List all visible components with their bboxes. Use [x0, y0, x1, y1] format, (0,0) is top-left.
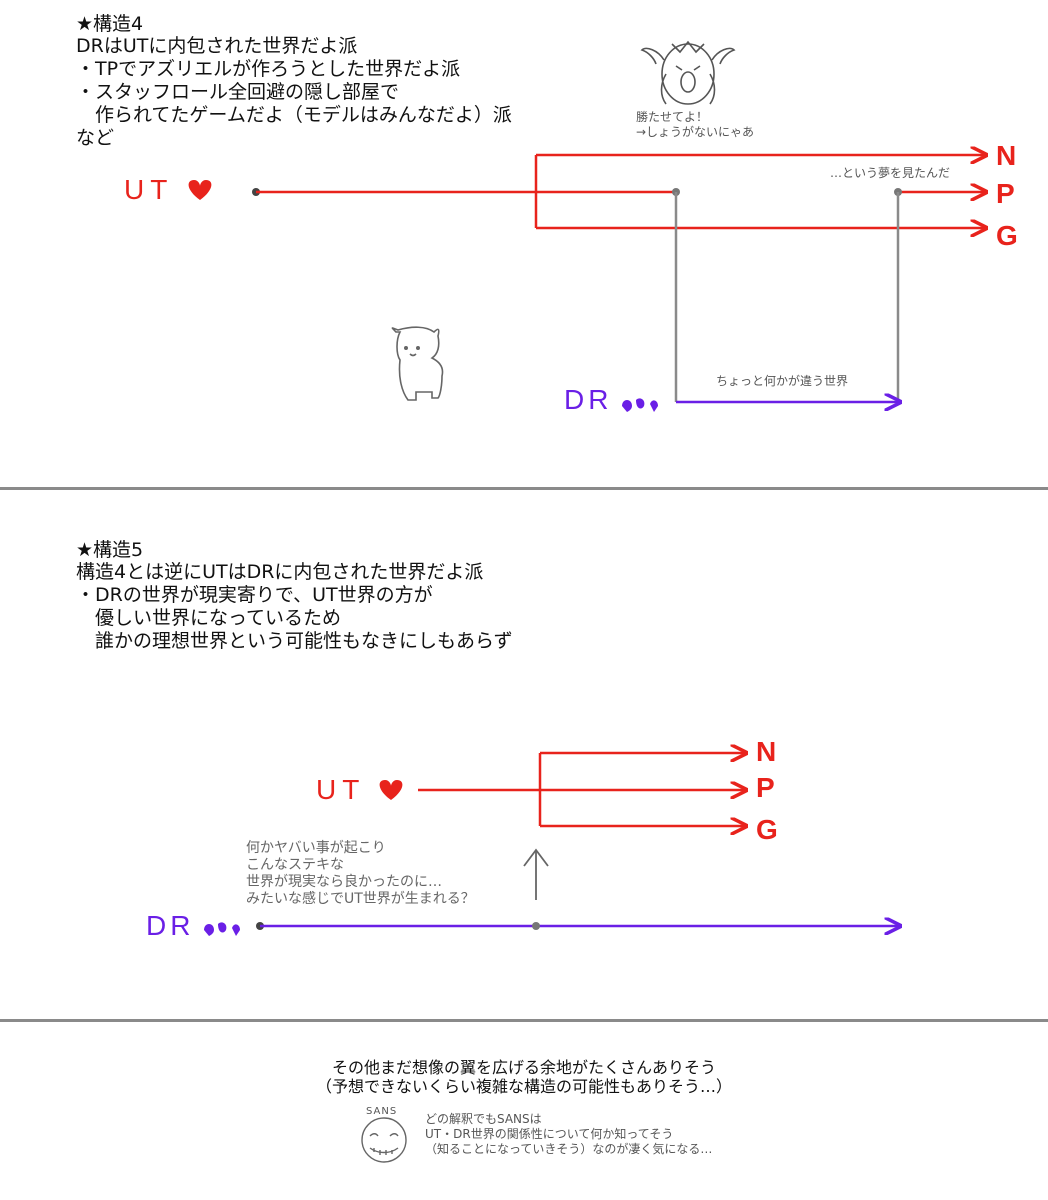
s5-ut-label: UT [316, 774, 366, 805]
dream-note: …という夢を見たんだ [830, 166, 951, 180]
section4-line-4: 作られてたゲームだよ（モデルはみんなだよ）派 [76, 104, 512, 126]
section5-line-4: 誰かの理想世界という可能性もなきにしもあらず [76, 630, 513, 652]
s5-note-2: こんなステキな [246, 857, 344, 873]
s4-ut-label: UT [124, 174, 174, 205]
footer-line-2: （予想できないくらい複雑な構造の可能性もありそう…） [315, 1077, 732, 1096]
dog-doodle [391, 326, 444, 401]
section5-line-2: ・DRの世界が現実寄りで、UT世界の方が [76, 584, 433, 606]
asriel-note-1: 勝たせてよ！ [636, 110, 709, 124]
sans-note-2: UT・DR世界の関係性について何か知ってそう [425, 1127, 674, 1141]
s4-dr-label: DR [564, 384, 613, 415]
sans-note-1: どの解釈でもSANSは [425, 1112, 542, 1126]
s4-ending-n: N [996, 140, 1017, 171]
s5-diagram [204, 753, 900, 936]
s4-diagram [188, 40, 986, 412]
s5-note-3: 世界が現実なら良かったのに… [246, 874, 442, 890]
heart-icon [379, 780, 403, 800]
s4-ending-p: P [996, 178, 1015, 209]
s5-dr-label: DR [146, 910, 195, 941]
s5-note-4: みたいな感じでUT世界が生まれる？ [246, 891, 475, 907]
section-divider-2 [0, 1019, 1048, 1022]
soul-pieces-icon [204, 922, 240, 936]
sans-label: SANS [366, 1106, 398, 1117]
section4-line-3: ・スタッフロール全回避の隠し部屋で [76, 81, 400, 103]
s5-gray-arrowhead [523, 848, 549, 867]
sans-doodle [361, 1117, 407, 1163]
footer-line-1: その他まだ想像の翼を広げる余地がたくさんありそう [331, 1058, 716, 1077]
different-world-note: ちょっと何かが違う世界 [716, 374, 849, 388]
asriel-doodle [640, 40, 736, 105]
section4-line-5: など [76, 127, 115, 149]
s5-origin-dot [532, 922, 540, 930]
s5-ending-g: G [756, 814, 778, 845]
s4-ending-g: G [996, 220, 1018, 251]
section4-line-1: DRはUTに内包された世界だよ派 [76, 35, 358, 57]
s5-note-1: 何かヤバい事が起こり [246, 840, 386, 856]
soul-pieces-icon [622, 398, 658, 412]
section5-heading: ★構造5 [76, 539, 144, 561]
asriel-note-2: →しょうがないにゃあ [636, 125, 755, 139]
section-divider-1 [0, 487, 1048, 490]
section4-line-2: ・TPでアズリエルが作ろうとした世界だよ派 [76, 58, 461, 80]
section5-line-1: 構造4とは逆にUTはDRに内包された世界だよ派 [76, 561, 484, 583]
section4-heading: ★構造4 [76, 13, 144, 35]
s5-ending-p: P [756, 772, 775, 803]
sans-note-3: （知ることになっていきそう）なのが凄く気になる… [425, 1142, 713, 1156]
heart-icon [188, 180, 212, 200]
s5-ending-n: N [756, 736, 777, 767]
section5-line-3: 優しい世界になっているため [76, 607, 342, 629]
